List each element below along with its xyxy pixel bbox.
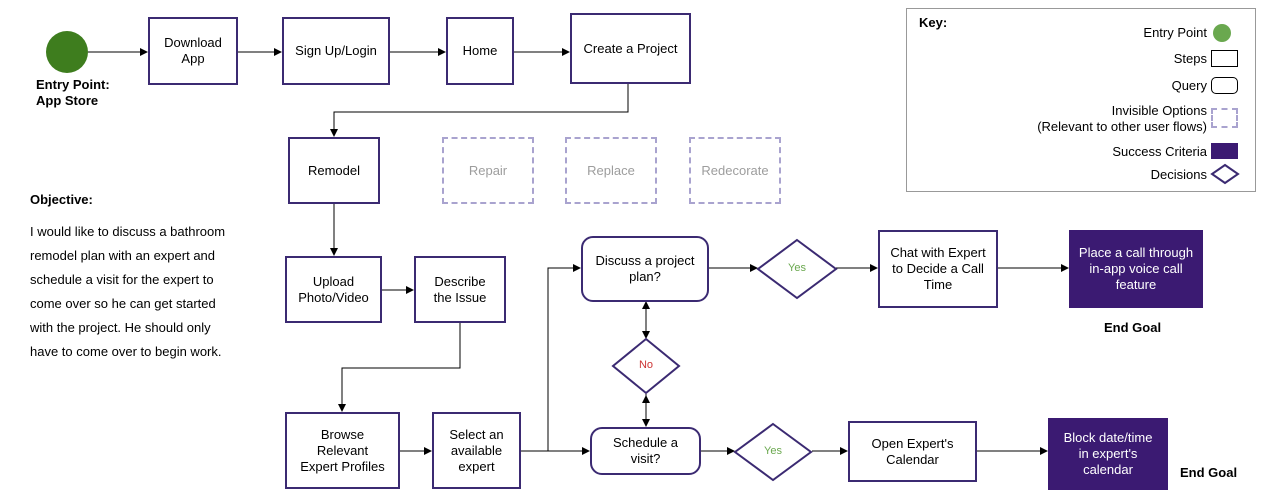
decision-yes-top-label: Yes <box>788 262 806 274</box>
query-discuss-project-plan: Discuss a project plan? <box>581 236 709 302</box>
step-open-expert-calendar: Open Expert's Calendar <box>848 421 977 482</box>
key-invisible-symbol <box>1211 108 1238 128</box>
option-redecorate: Redecorate <box>689 137 781 204</box>
key-success-label: Success Criteria <box>1112 144 1207 159</box>
step-remodel: Remodel <box>288 137 380 204</box>
success-place-call: Place a call through in-app voice call f… <box>1069 230 1203 308</box>
step-describe-issue: Describe the Issue <box>414 256 506 323</box>
key-decisions-symbol <box>1210 163 1240 185</box>
step-browse-expert-profiles: Browse Relevant Expert Profiles <box>285 412 400 489</box>
decision-no <box>611 337 681 395</box>
key-steps-symbol <box>1211 50 1238 67</box>
step-upload-photo-video: Upload Photo/Video <box>285 256 382 323</box>
arrow-select-discuss <box>521 264 581 452</box>
step-sign-up-login: Sign Up/Login <box>282 17 390 85</box>
key-invisible-label: Invisible Options (Relevant to other use… <box>1037 103 1207 134</box>
entry-point-circle <box>46 31 88 73</box>
arrow-create-remodel <box>330 84 629 137</box>
key-entry-point-symbol <box>1213 24 1231 42</box>
key-query-label: Query <box>1171 78 1207 93</box>
decision-no-label: No <box>638 359 654 371</box>
query-schedule-visit: Schedule a visit? <box>590 427 701 475</box>
entry-point-label: Entry Point: App Store <box>36 77 110 108</box>
step-home: Home <box>446 17 514 85</box>
key-decisions-label: Decisions <box>1150 167 1207 182</box>
step-select-expert: Select an available expert <box>432 412 521 489</box>
success-block-date: Block date/time in expert's calendar <box>1048 418 1168 490</box>
objective-text: I would like to discuss a bathroom remod… <box>30 224 226 359</box>
step-create-project: Create a Project <box>570 13 691 84</box>
end-goal-bottom: End Goal <box>1180 465 1238 480</box>
key-title: Key: <box>919 15 948 30</box>
key-steps-label: Steps <box>1173 51 1207 66</box>
key-legend: Key: Entry Point Steps Query Invisible O… <box>906 8 1256 192</box>
decision-yes-top <box>756 238 838 300</box>
end-goal-top: End Goal <box>1104 320 1162 335</box>
key-query-symbol <box>1211 77 1238 94</box>
key-entry-point-label: Entry Point <box>1143 25 1207 40</box>
objective-title: Objective: <box>30 192 93 207</box>
decision-yes-bottom <box>733 422 813 482</box>
decision-yes-bottom-label: Yes <box>764 445 782 457</box>
step-chat-with-expert: Chat with Expert to Decide a Call Time <box>878 230 998 308</box>
option-repair: Repair <box>442 137 534 204</box>
key-success-symbol <box>1211 143 1238 159</box>
step-download-app: Download App <box>148 17 238 85</box>
option-replace: Replace <box>565 137 657 204</box>
arrow-describe-browse <box>338 323 461 412</box>
